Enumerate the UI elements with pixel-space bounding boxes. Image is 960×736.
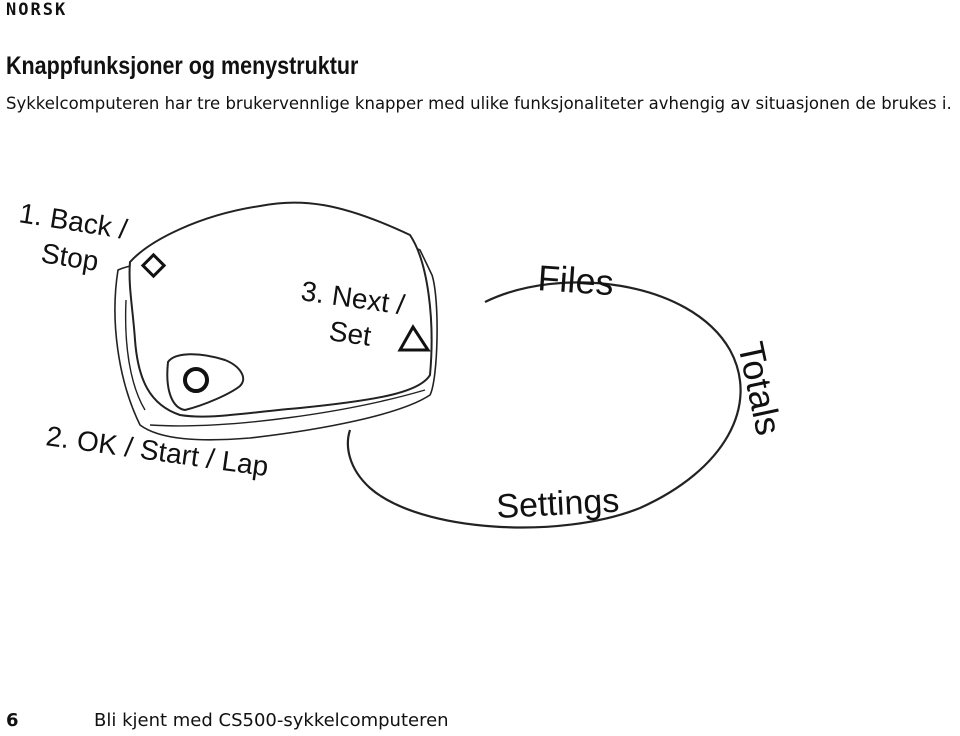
page-footer: 6 Bli kjent med CS500-sykkelcomputeren: [6, 706, 960, 736]
footer-title: Bli kjent med CS500-sykkelcomputeren: [94, 710, 449, 731]
diamond-icon: [140, 252, 167, 279]
device-inner-edge: [124, 299, 146, 411]
device-lower-edge: [149, 389, 426, 427]
label-next-line2: Set: [327, 315, 373, 352]
section-heading: Knappfunksjoner og menystruktur: [6, 52, 359, 80]
circle-icon: [183, 367, 209, 393]
button-diagram: 1. Back / Stop 3. Next / Set 2. OK / Sta…: [17, 197, 790, 529]
triangle-icon: [397, 324, 431, 352]
intro-paragraph: Sykkelcomputeren har tre brukervennlige …: [6, 94, 952, 113]
label-back-line1: 1. Back /: [17, 197, 130, 245]
menu-cycle-arc: [346, 281, 742, 529]
language-label: NORSK: [6, 0, 68, 20]
label-back-line2: Stop: [39, 237, 101, 277]
page-number: 6: [6, 710, 19, 731]
menu-settings: Settings: [495, 482, 620, 526]
menu-totals: Totals: [730, 338, 790, 439]
menu-files: Files: [536, 257, 615, 303]
